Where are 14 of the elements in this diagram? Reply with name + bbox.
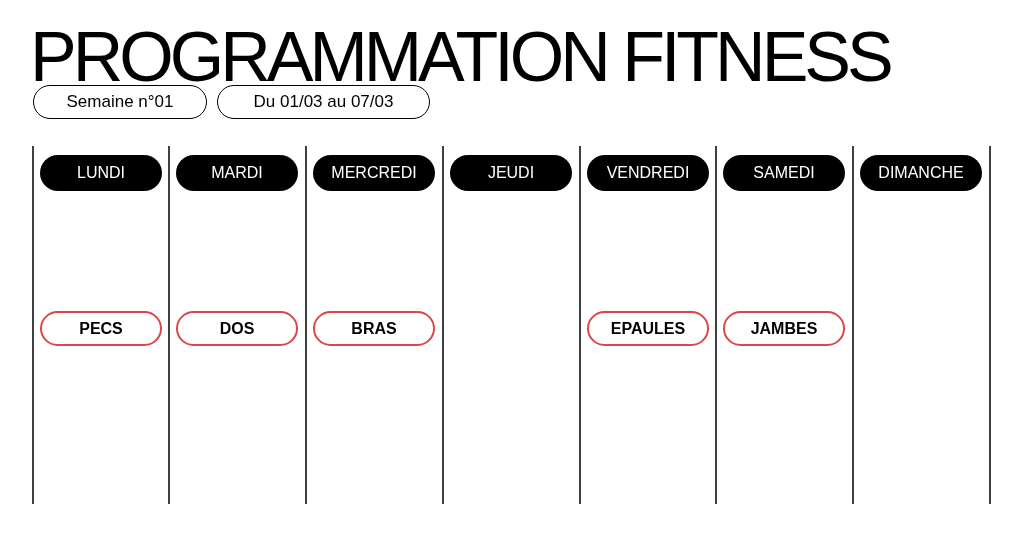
day-label: JEUDI: [450, 155, 572, 191]
muscle-group-label: EPAULES: [587, 311, 709, 346]
muscle-group-label: BRAS: [313, 311, 435, 346]
day-label: MERCREDI: [313, 155, 435, 191]
info-pill: Du 01/03 au 07/03: [217, 85, 430, 119]
muscle-group-label: JAMBES: [723, 311, 845, 346]
day-label: VENDREDI: [587, 155, 709, 191]
muscle-group-label: PECS: [40, 311, 162, 346]
day-label: SAMEDI: [723, 155, 845, 191]
day-label: DIMANCHE: [860, 155, 982, 191]
day-label: MARDI: [176, 155, 298, 191]
muscle-group-label: DOS: [176, 311, 298, 346]
day-label: LUNDI: [40, 155, 162, 191]
info-pill: Semaine n°01: [33, 85, 207, 119]
